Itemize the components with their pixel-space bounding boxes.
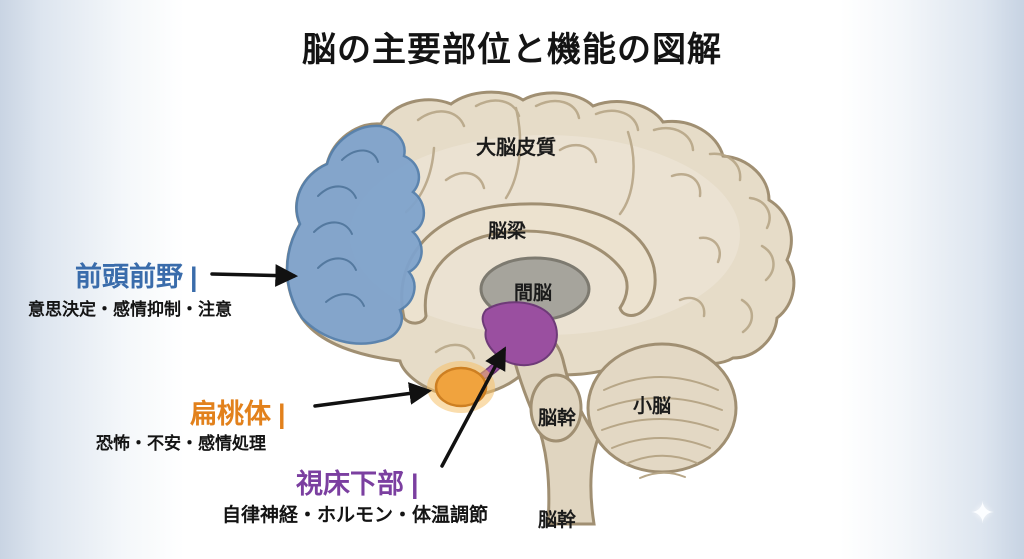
callout-amygdala-text: 扁桃体 xyxy=(190,399,271,429)
arrow-amygdala xyxy=(313,382,433,408)
callout-hypothalamus-separator: | xyxy=(411,469,419,499)
frontal-lobe-highlight xyxy=(285,124,426,345)
callout-hypothalamus-description: 自律神経・ホルモン・体温調節 xyxy=(222,505,489,526)
corpus-callosum-shape xyxy=(400,202,657,325)
callout-amygdala-separator: | xyxy=(278,399,286,429)
sparkle-icon: ✦ xyxy=(970,497,996,530)
arrow-hypothalamus xyxy=(440,346,506,468)
callout-prefrontal-text: 前頭前野 xyxy=(75,262,183,292)
brainstem-shape xyxy=(507,336,600,526)
callout-prefrontal-label: 前頭前野| xyxy=(75,255,198,294)
label-diencephalon: 間脳 xyxy=(514,283,553,304)
callout-hypothalamus-label: 視床下部| xyxy=(296,462,419,501)
callout-amygdala-label: 扁桃体| xyxy=(190,392,286,431)
label-cerebellum: 小脳 xyxy=(633,396,672,417)
callout-hypothalamus-text: 視床下部 xyxy=(296,469,404,499)
callout-amygdala-description: 恐怖・不安・感情処理 xyxy=(96,434,266,453)
label-brainstem-lower: 脳幹 xyxy=(538,510,577,531)
label-corpus-callosum: 脳梁 xyxy=(488,221,527,242)
label-brainstem-upper: 脳幹 xyxy=(538,408,577,429)
callout-prefrontal-separator: | xyxy=(190,262,198,292)
arrow-prefrontal xyxy=(210,264,299,287)
page-title: 脳の主要部位と機能の図解 xyxy=(302,31,722,69)
cerebellum-shape xyxy=(586,342,738,479)
label-cerebral-cortex: 大脳皮質 xyxy=(476,137,556,159)
gyri-lines xyxy=(404,99,775,360)
callout-prefrontal-description: 意思決定・感情抑制・注意 xyxy=(28,300,232,319)
